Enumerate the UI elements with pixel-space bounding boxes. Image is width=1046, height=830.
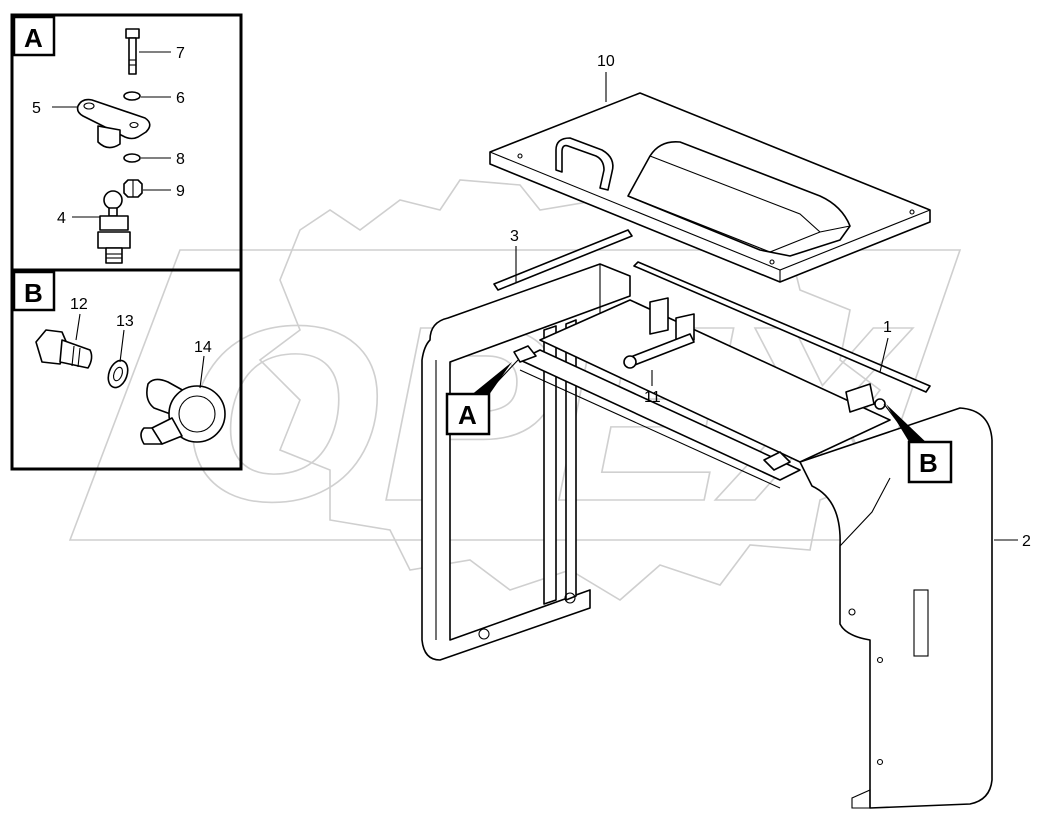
callout-7: 7 xyxy=(176,45,185,62)
detail-a-label: A xyxy=(24,23,43,53)
bracket-part-5 xyxy=(76,98,151,149)
nut-part-9 xyxy=(123,179,143,198)
callout-8: 8 xyxy=(176,151,185,168)
bolt-part-12 xyxy=(35,329,93,369)
detail-b-label-box xyxy=(12,270,56,312)
seal-strip-part-3 xyxy=(493,229,633,291)
callout-6: 6 xyxy=(176,90,185,107)
callout-13: 13 xyxy=(116,313,134,330)
callout-11: 11 xyxy=(644,389,661,406)
washer-part-6 xyxy=(123,91,141,101)
callout-10: 10 xyxy=(597,53,615,70)
gas-strut-part-11 xyxy=(623,297,886,413)
view-pointer-a: A xyxy=(445,359,519,436)
callout-2: 2 xyxy=(1022,533,1031,550)
pointer-a-label: A xyxy=(458,400,477,430)
callout-12: 12 xyxy=(70,296,88,313)
ball-stud-part-4 xyxy=(97,190,131,264)
bolt-part-7 xyxy=(125,28,140,75)
washer-part-8 xyxy=(123,153,141,163)
detail-view-a: A xyxy=(10,13,243,272)
detail-a-label-box xyxy=(12,15,56,57)
ball-socket-part-14 xyxy=(140,378,226,445)
callout-5: 5 xyxy=(32,100,41,117)
pointer-b-label: B xyxy=(919,448,938,478)
callout-9: 9 xyxy=(176,183,185,200)
detail-view-b: B 12 13 14 xyxy=(10,268,243,471)
view-pointer-b: B xyxy=(883,403,953,484)
detail-b-label: B xyxy=(24,278,43,308)
washer-part-13 xyxy=(107,359,129,389)
callout-1: 1 xyxy=(883,319,892,336)
callout-14: 14 xyxy=(194,339,212,356)
callout-3: 3 xyxy=(510,228,519,245)
seal-strip-part-1 xyxy=(633,261,931,393)
lid-panel-part-10 xyxy=(489,92,931,283)
callout-4: 4 xyxy=(57,210,66,227)
frame-part-2 xyxy=(421,263,993,809)
